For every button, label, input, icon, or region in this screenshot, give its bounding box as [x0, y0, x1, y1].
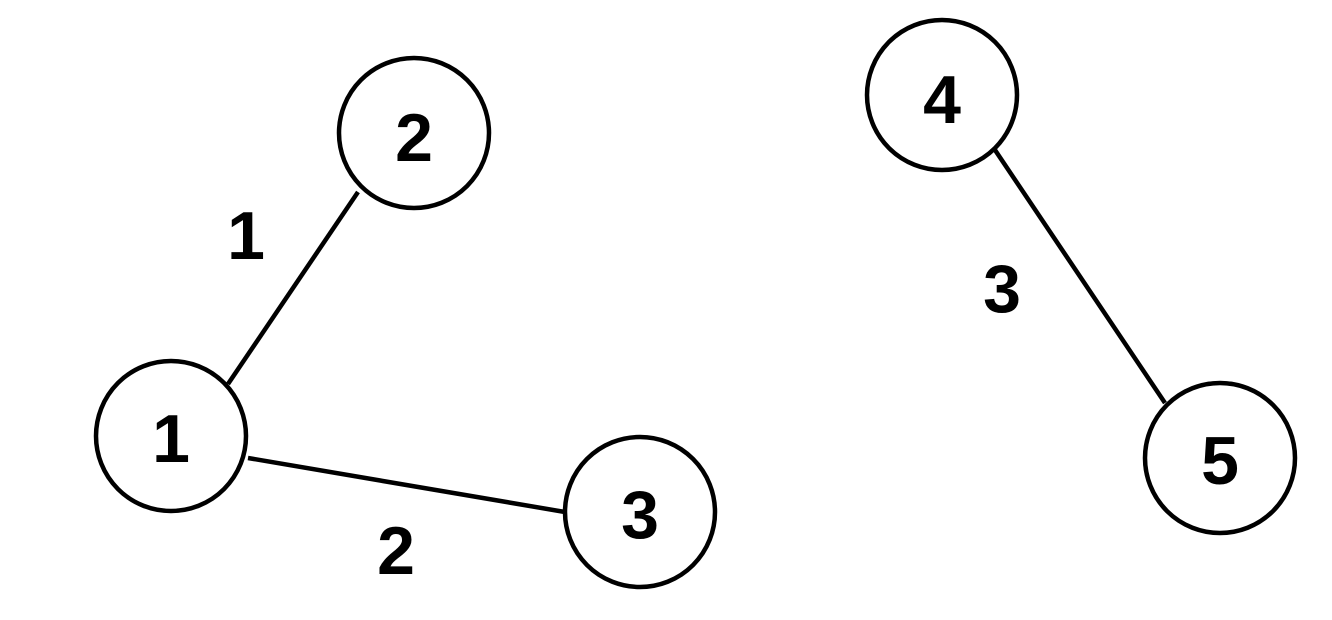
edge-label-4-5: 3: [983, 251, 1021, 327]
edge-label-1-3: 2: [377, 513, 415, 589]
edge-1-3: [247, 455, 566, 515]
node-label-2: 2: [395, 100, 433, 176]
node-1: 1: [93, 358, 249, 514]
node-4: 4: [864, 17, 1020, 173]
node-label-3: 3: [621, 477, 659, 553]
edge-1-2: [226, 190, 360, 386]
node-2: 2: [336, 55, 492, 211]
node-3: 3: [562, 434, 718, 590]
node-label-5: 5: [1201, 423, 1239, 499]
edge-label-1-2: 1: [227, 198, 265, 274]
node-5: 5: [1142, 380, 1298, 536]
edge-4-5: [993, 148, 1167, 405]
node-label-1: 1: [152, 401, 190, 477]
node-label-4: 4: [923, 62, 961, 138]
